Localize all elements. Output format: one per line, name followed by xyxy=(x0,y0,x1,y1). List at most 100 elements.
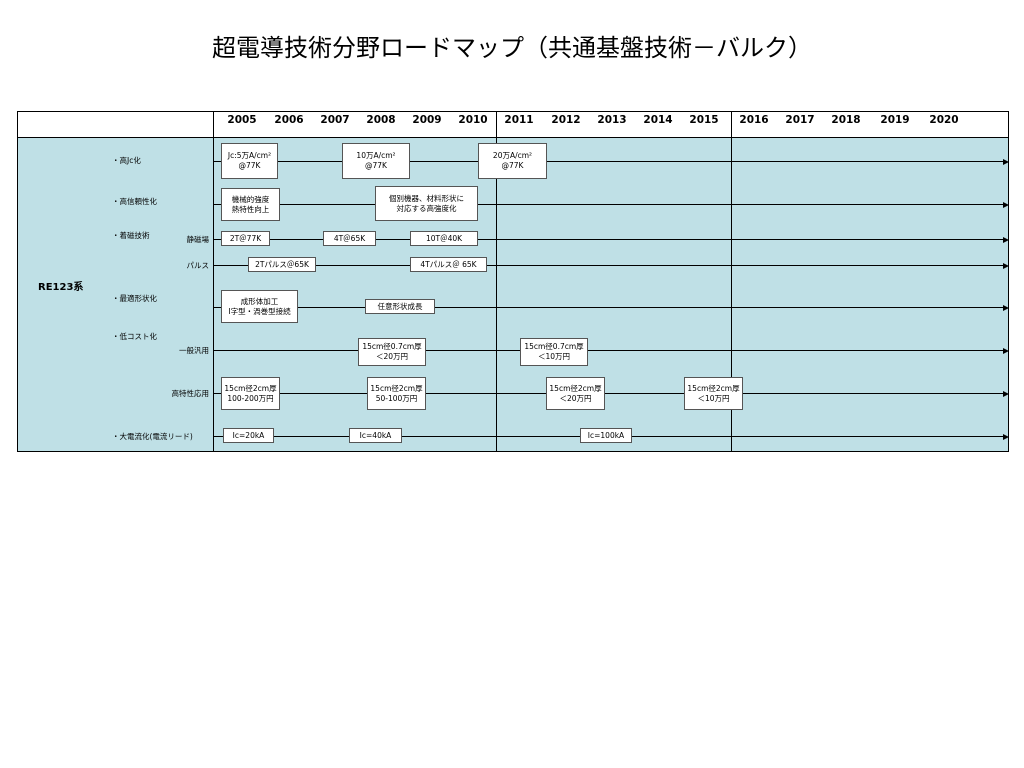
year-2008: 2008 xyxy=(366,114,396,126)
milestone-text: @77K xyxy=(238,161,261,170)
milestone-box: 2T＠77K xyxy=(221,231,270,246)
row-label: ・最適形状化 xyxy=(112,294,157,303)
milestone-text: ＜10万円 xyxy=(697,393,730,403)
timeline-arrow-head xyxy=(1003,201,1009,208)
milestone-text: Ic=20kA xyxy=(232,430,265,440)
year-2011: 2011 xyxy=(504,114,534,126)
timeline-arrow-head xyxy=(1003,158,1009,165)
timeline-arrow-head xyxy=(1003,433,1009,440)
year-2009: 2009 xyxy=(412,114,442,126)
milestone-text: 15cm径2cm厚 xyxy=(549,383,602,393)
milestone-text: Ic=100kA xyxy=(587,430,625,440)
divider-2015-2016 xyxy=(731,112,732,451)
milestone-text: 任意形状成長 xyxy=(377,301,423,311)
year-2005: 2005 xyxy=(227,114,257,126)
milestone-text: 10T＠40K xyxy=(425,233,463,243)
milestone-box: 4T＠65K xyxy=(323,231,376,246)
timeline-track xyxy=(214,350,1004,351)
group-label: RE123系 xyxy=(38,282,84,293)
row-label: ・高信頼性化 xyxy=(112,197,157,206)
milestone-text: 15cm径2cm厚 xyxy=(224,383,277,393)
milestone-text: 機械的強度 xyxy=(231,194,270,204)
milestone-text: Jc:5万A/cm² xyxy=(227,151,272,160)
year-2007: 2007 xyxy=(320,114,350,126)
row-label: ・大電流化(電流リード) xyxy=(112,432,193,441)
milestone-text: 4Tパルス＠ 65K xyxy=(420,259,477,269)
year-2018: 2018 xyxy=(831,114,861,126)
milestone-box: Ic=40kA xyxy=(349,428,402,443)
row-sub-label: 静磁場 xyxy=(186,235,210,244)
milestone-box: 2Tパルス＠65K xyxy=(248,257,316,272)
year-2013: 2013 xyxy=(597,114,627,126)
divider-2010-2011 xyxy=(496,112,497,451)
timeline-track xyxy=(214,239,1004,240)
timeline-track xyxy=(214,307,1004,308)
milestone-text: 100-200万円 xyxy=(227,393,274,403)
milestone-text: Ic=40kA xyxy=(359,430,392,440)
timeline-track xyxy=(214,161,1004,162)
milestone-box: 15cm径2cm厚＜10万円 xyxy=(684,377,743,410)
milestone-text: 15cm径2cm厚 xyxy=(370,383,423,393)
milestone-text: 15cm径0.7cm厚 xyxy=(362,342,422,351)
row-sub-label: 高特性応用 xyxy=(171,389,210,398)
row-label: ・着磁技術 xyxy=(112,231,150,240)
timeline-arrow-head xyxy=(1003,236,1009,243)
milestone-text: @77K xyxy=(365,161,387,170)
label-column-divider xyxy=(213,112,214,451)
milestone-text: 10万A/cm² xyxy=(356,151,396,160)
milestone-text: 15cm径0.7cm厚 xyxy=(524,342,584,351)
milestone-box: 機械的強度熱特性向上 xyxy=(221,188,280,221)
row-label: ・低コスト化 xyxy=(112,332,157,341)
timeline-track xyxy=(214,393,1004,394)
year-2012: 2012 xyxy=(551,114,581,126)
year-header-band xyxy=(18,112,1008,138)
milestone-box: 15cm径0.7cm厚＜10万円 xyxy=(520,338,588,366)
milestone-text: 対応する高強度化 xyxy=(396,203,457,213)
milestone-text: 2Tパルス＠65K xyxy=(255,259,309,269)
milestone-text: 2T＠77K xyxy=(229,233,262,243)
row-label: ・高Jc化 xyxy=(112,156,141,165)
year-2017: 2017 xyxy=(785,114,815,126)
milestone-box: 15cm径2cm厚＜20万円 xyxy=(546,377,605,410)
year-2015: 2015 xyxy=(689,114,719,126)
milestone-text: ＜20万円 xyxy=(375,352,409,361)
milestone-text: ＜10万円 xyxy=(537,352,571,361)
year-2020: 2020 xyxy=(929,114,959,126)
timeline-track xyxy=(214,204,1004,205)
year-2010: 2010 xyxy=(458,114,488,126)
milestone-text: 20万A/cm² xyxy=(492,151,533,160)
milestone-text: @77K xyxy=(501,161,524,170)
milestone-text: 成形体加工 xyxy=(240,296,279,306)
year-2016: 2016 xyxy=(739,114,769,126)
row-sub-label: 一般汎用 xyxy=(179,346,209,355)
timeline-arrow-head xyxy=(1003,304,1009,311)
milestone-text: 15cm径2cm厚 xyxy=(687,383,740,393)
timeline-track xyxy=(214,265,1004,266)
milestone-text: 50-100万円 xyxy=(375,393,418,403)
milestone-box: 4Tパルス＠ 65K xyxy=(410,257,487,272)
milestone-text: 個別機器、材料形状に xyxy=(389,193,464,203)
milestone-text: 熱特性向上 xyxy=(231,204,270,214)
timeline-arrow-head xyxy=(1003,390,1009,397)
milestone-text: 4T＠65K xyxy=(333,233,366,243)
year-2014: 2014 xyxy=(643,114,673,126)
milestone-box: 20万A/cm²@77K xyxy=(478,143,547,179)
milestone-box: 10万A/cm²@77K xyxy=(342,143,410,179)
milestone-box: Jc:5万A/cm²@77K xyxy=(221,143,278,179)
page-title: 超電導技術分野ロードマップ（共通基盤技術－バルク） xyxy=(212,34,812,62)
timeline-arrow-head xyxy=(1003,262,1009,269)
milestone-box: 個別機器、材料形状に対応する高強度化 xyxy=(375,186,478,221)
milestone-text: I字型・渦巻型接続 xyxy=(228,306,291,316)
milestone-text: ＜20万円 xyxy=(559,393,592,403)
milestone-box: 任意形状成長 xyxy=(365,299,435,314)
milestone-box: Ic=100kA xyxy=(580,428,632,443)
milestone-box: 10T＠40K xyxy=(410,231,478,246)
year-2006: 2006 xyxy=(274,114,304,126)
timeline-arrow-head xyxy=(1003,347,1009,354)
row-sub-label: パルス xyxy=(186,261,210,270)
milestone-box: Ic=20kA xyxy=(223,428,274,443)
year-2019: 2019 xyxy=(880,114,910,126)
